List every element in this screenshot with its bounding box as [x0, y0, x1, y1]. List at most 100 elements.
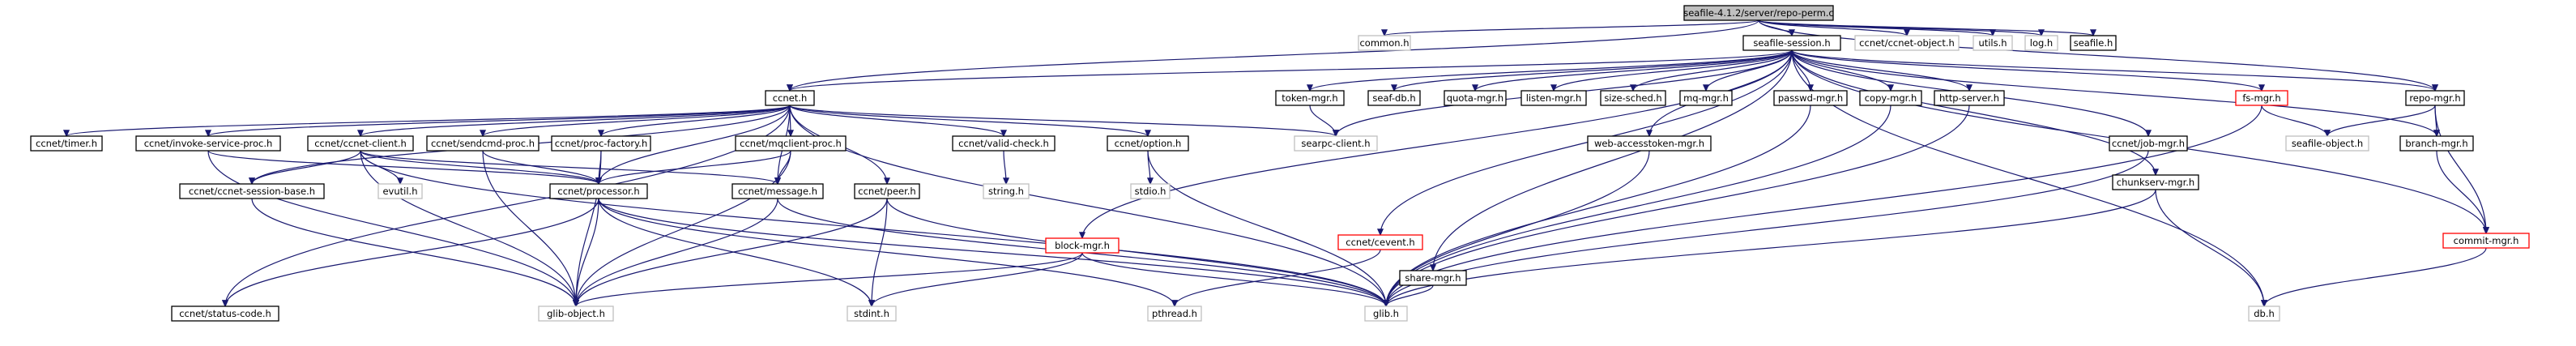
- edge-client-to-glib: [360, 150, 1387, 307]
- edge-sendcmd-to-glibobj: [482, 150, 577, 307]
- edge-chunkserv-to-db: [2155, 189, 2265, 307]
- node-box-ccnet: [765, 90, 815, 106]
- node-processor[interactable]: ccnet/processor.h: [549, 183, 648, 199]
- node-box-glib: [1364, 305, 1408, 322]
- node-valid[interactable]: ccnet/valid-check.h: [952, 135, 1056, 152]
- node-label-sendcmd: ccnet/sendcmd-proc.h: [431, 138, 535, 149]
- arrowhead-valid-to-stringh: [1002, 177, 1010, 186]
- node-ccnet[interactable]: ccnet.h: [765, 90, 815, 106]
- node-commit[interactable]: commit-mgr.h: [2442, 233, 2530, 249]
- node-label-mq: mq-mgr.h: [1683, 92, 1729, 104]
- edge-root-to-ccnetobj: [1758, 19, 1908, 36]
- node-option[interactable]: ccnet/option.h: [1107, 135, 1189, 152]
- node-stringh: string.h: [983, 183, 1030, 199]
- node-label-sessbase: ccnet/ccnet-session-base.h: [189, 186, 315, 197]
- edge-session-to-listen: [1553, 49, 1793, 92]
- arrowhead-session-to-repo: [2431, 84, 2439, 92]
- arrowhead-ccnet-to-peer: [883, 177, 891, 186]
- arrowhead-commit-to-db: [2260, 300, 2268, 308]
- arrowhead-option-to-stdio: [1146, 177, 1154, 186]
- node-sendcmd[interactable]: ccnet/sendcmd-proc.h: [426, 135, 540, 152]
- node-seafdb[interactable]: seaf-db.h: [1367, 90, 1421, 106]
- arrowhead-session-to-token: [1306, 84, 1314, 92]
- node-listen[interactable]: listen-mgr.h: [1520, 90, 1587, 106]
- node-job[interactable]: ccnet/job-mgr.h: [2109, 135, 2188, 152]
- edge-client-to-message: [360, 150, 778, 185]
- node-mq[interactable]: mq-mgr.h: [1679, 90, 1733, 106]
- edge-ccnet-to-valid: [789, 105, 1004, 137]
- node-cevent[interactable]: ccnet/cevent.h: [1337, 234, 1423, 250]
- node-label-repo: repo-mgr.h: [2409, 92, 2460, 104]
- node-box-job: [2109, 135, 2188, 152]
- node-box-db: [2248, 305, 2280, 322]
- node-ccnetobj: ccnet/ccnet-object.h: [1854, 35, 1960, 51]
- node-share[interactable]: share-mgr.h: [1399, 270, 1467, 286]
- arrowhead-root-to-common: [1380, 29, 1388, 37]
- node-box-sizesched: [1600, 90, 1666, 106]
- edge-cevent-to-pthread: [1174, 249, 1381, 307]
- node-sessbase[interactable]: ccnet/ccnet-session-base.h: [179, 183, 325, 199]
- node-webtoken[interactable]: web-accesstoken-mgr.h: [1587, 135, 1712, 152]
- node-label-http: http-server.h: [1939, 92, 1999, 104]
- edge-session-to-chunkserv: [1791, 49, 2156, 176]
- node-status[interactable]: ccnet/status-code.h: [171, 305, 279, 322]
- arrowhead-session-to-ccnet: [786, 84, 794, 92]
- node-box-commit: [2442, 233, 2530, 249]
- node-box-valid: [952, 135, 1056, 152]
- edge-procfac-to-glibobj: [575, 150, 602, 307]
- node-label-message: ccnet/message.h: [738, 186, 817, 197]
- node-glib: glib.h: [1364, 305, 1408, 322]
- node-label-procfac: ccnet/proc-factory.h: [555, 138, 647, 149]
- edge-session-to-cevent: [1380, 49, 1793, 236]
- node-label-processor: ccnet/processor.h: [557, 186, 639, 197]
- node-box-token: [1275, 90, 1345, 106]
- node-session[interactable]: seafile-session.h: [1742, 35, 1841, 51]
- edge-layer: [62, 19, 2490, 308]
- node-label-ccnet: ccnet.h: [773, 92, 807, 104]
- arrowhead-root-to-ccnetobj: [1903, 29, 1911, 37]
- arrowhead-mqclient-to-processor: [595, 177, 603, 186]
- edge-session-to-token: [1309, 49, 1793, 92]
- arrowhead-client-to-sessbase: [248, 177, 256, 186]
- node-quota[interactable]: quota-mgr.h: [1444, 90, 1507, 106]
- node-peer[interactable]: ccnet/peer.h: [854, 183, 920, 199]
- node-root[interactable]: seafile-4.1.2/server/repo-perm.c: [1683, 5, 1834, 21]
- node-box-mqclient: [735, 135, 847, 152]
- node-box-option: [1107, 135, 1189, 152]
- node-token[interactable]: token-mgr.h: [1275, 90, 1345, 106]
- node-branch[interactable]: branch-mgr.h: [2399, 135, 2474, 152]
- node-mqclient[interactable]: ccnet/mqclient-proc.h: [735, 135, 847, 152]
- node-chunkserv[interactable]: chunkserv-mgr.h: [2112, 174, 2199, 190]
- edge-client-to-sessbase: [251, 150, 361, 185]
- node-label-status: ccnet/status-code.h: [179, 308, 271, 319]
- node-passwd[interactable]: passwd-mgr.h: [1773, 90, 1848, 106]
- node-block[interactable]: block-mgr.h: [1045, 237, 1120, 254]
- node-timer[interactable]: ccnet/timer.h: [30, 135, 103, 152]
- edge-session-to-block: [1081, 49, 1793, 239]
- node-label-job: ccnet/job-mgr.h: [2112, 138, 2185, 149]
- node-sizesched[interactable]: size-sched.h: [1600, 90, 1666, 106]
- node-seafile[interactable]: seafile.h: [2070, 35, 2117, 51]
- node-repo[interactable]: repo-mgr.h: [2405, 90, 2465, 106]
- edge-repo-to-seafobj: [2327, 105, 2436, 137]
- node-message[interactable]: ccnet/message.h: [731, 183, 824, 199]
- node-fs[interactable]: fs-mgr.h: [2235, 90, 2288, 106]
- edge-session-to-ccnet: [789, 49, 1793, 92]
- node-copy[interactable]: copy-mgr.h: [1859, 90, 1922, 106]
- node-box-root: [1683, 5, 1834, 21]
- node-http[interactable]: http-server.h: [1934, 90, 2005, 106]
- arrowhead-session-to-chunkserv: [2152, 169, 2160, 177]
- node-invoke[interactable]: ccnet/invoke-service-proc.h: [135, 135, 281, 152]
- edge-session-to-share: [1432, 49, 1793, 271]
- node-procfac[interactable]: ccnet/proc-factory.h: [551, 135, 651, 152]
- node-label-peer: ccnet/peer.h: [858, 186, 915, 197]
- node-box-listen: [1520, 90, 1587, 106]
- node-box-message: [731, 183, 824, 199]
- node-label-token: token-mgr.h: [1282, 92, 1337, 104]
- node-box-invoke: [135, 135, 281, 152]
- node-box-ccnetobj: [1854, 35, 1960, 51]
- node-client[interactable]: ccnet/ccnet-client.h: [307, 135, 414, 152]
- arrowhead-repo-to-seafobj: [2323, 130, 2331, 138]
- edge-invoke-to-processor: [207, 150, 599, 185]
